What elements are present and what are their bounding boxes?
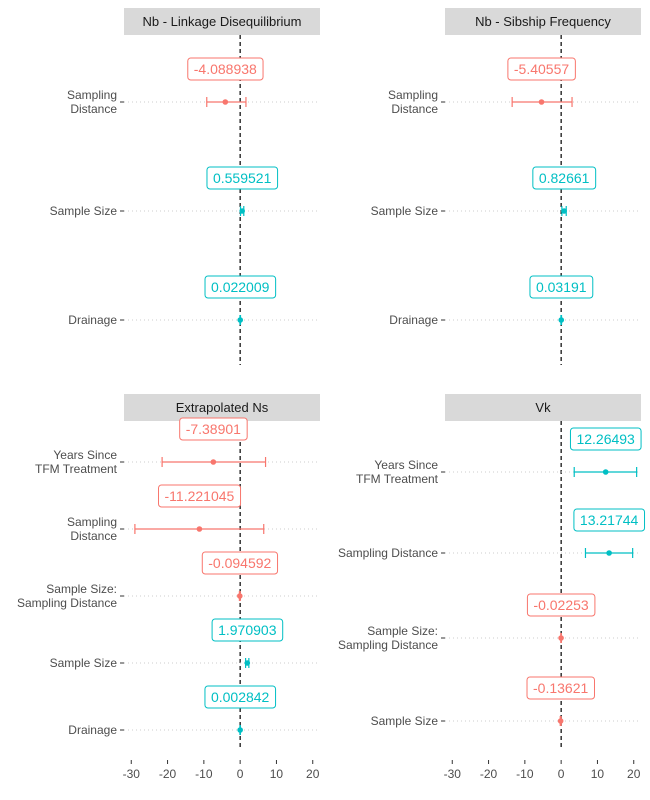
value-label-box [206, 166, 279, 190]
y-tick-label: Drainage [389, 313, 438, 327]
value-label-box [507, 57, 576, 81]
value-label-box [187, 57, 264, 81]
point-estimate [239, 208, 245, 214]
value-label-box [204, 275, 277, 299]
point-estimate [196, 526, 203, 532]
panel-title: Extrapolated Ns [176, 400, 269, 415]
value-label: -11.221045 [165, 488, 235, 504]
value-label: -0.02253 [533, 597, 588, 613]
value-label-box [158, 484, 242, 508]
point-estimate [606, 550, 612, 556]
point-estimate [222, 99, 229, 105]
point-estimate [558, 317, 565, 323]
value-label: 0.82661 [539, 170, 590, 186]
value-label: 0.03191 [536, 279, 587, 295]
y-tick-label: Drainage [68, 723, 117, 737]
x-tick-label: 20 [306, 767, 320, 781]
point-estimate [237, 317, 244, 323]
y-tick-label: Sample Size [371, 714, 439, 728]
value-label-box [201, 551, 279, 575]
x-tick-label: -30 [444, 767, 462, 781]
panel-title: Nb - Sibship Frequency [475, 14, 611, 29]
point-estimate [558, 635, 564, 641]
value-label-box [569, 427, 642, 451]
panel-strip [124, 8, 320, 35]
value-label-box [204, 685, 277, 709]
x-tick-label: 0 [237, 767, 244, 781]
y-tick-label: Sample Size:Sampling Distance [338, 624, 438, 652]
value-label-box [532, 166, 597, 190]
point-estimate [557, 718, 564, 724]
y-tick-label: Drainage [68, 313, 117, 327]
panel-strip [124, 394, 320, 421]
value-label-box [573, 508, 646, 532]
y-tick-label: Sample Size [371, 204, 439, 218]
value-label: -0.094592 [208, 555, 271, 571]
point-estimate [244, 660, 251, 666]
value-label-box [211, 618, 284, 642]
value-label: 0.002842 [211, 689, 270, 705]
point-estimate [602, 469, 609, 475]
value-label: -7.38901 [186, 421, 241, 437]
value-label-box [179, 417, 248, 441]
x-tick-label: 0 [558, 767, 565, 781]
point-estimate [210, 459, 217, 465]
value-label: 12.26493 [576, 431, 635, 447]
x-tick-label: 10 [270, 767, 284, 781]
value-label-box [526, 593, 596, 617]
point-estimate [561, 208, 567, 214]
x-tick-label: -20 [159, 767, 177, 781]
value-label: 0.559521 [213, 170, 272, 186]
value-label: -4.088938 [194, 61, 257, 77]
value-label-box [529, 275, 594, 299]
x-tick-label: -30 [123, 767, 141, 781]
x-tick-label: 10 [591, 767, 605, 781]
x-tick-label: -10 [516, 767, 534, 781]
y-tick-label: Sample Size:Sampling Distance [17, 582, 117, 610]
value-label: 0.022009 [211, 279, 270, 295]
panel-strip [445, 8, 641, 35]
panel-strip [445, 394, 641, 421]
x-tick-label: -20 [480, 767, 498, 781]
x-tick-label: 20 [627, 767, 641, 781]
value-label: 13.21744 [580, 512, 639, 528]
x-tick-label: -10 [195, 767, 213, 781]
value-label: -0.13621 [533, 680, 588, 696]
panel-title: Vk [535, 400, 551, 415]
y-tick-label: Sample Size [50, 656, 118, 670]
value-label: 1.970903 [218, 622, 277, 638]
panel-title: Nb - Linkage Disequilibrium [143, 14, 302, 29]
point-estimate [237, 727, 243, 733]
value-label: -5.40557 [514, 61, 569, 77]
point-estimate [538, 99, 545, 105]
value-label-box [526, 676, 595, 700]
y-tick-label: Sample Size [50, 204, 118, 218]
point-estimate [237, 593, 243, 599]
y-tick-label: Sampling Distance [338, 546, 438, 560]
